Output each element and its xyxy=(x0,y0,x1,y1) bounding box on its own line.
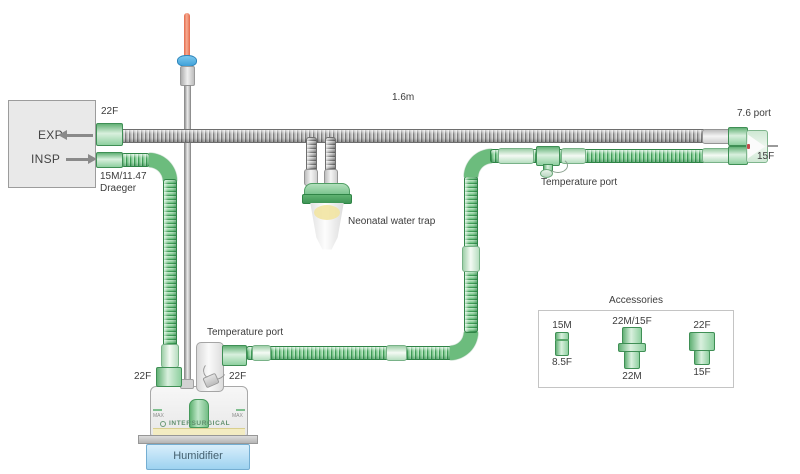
insp-tube-corner-top xyxy=(464,149,492,177)
water-trap-label: Neonatal water trap xyxy=(348,216,436,227)
temp-port-top-label: Temperature port xyxy=(541,177,618,188)
feed-probe-rod xyxy=(184,13,190,59)
insp-flow-arrowhead-icon xyxy=(88,154,97,164)
accessory-2-adapter-bottom xyxy=(624,351,640,369)
ventilator-box xyxy=(8,100,96,188)
temp-port-tee-cap xyxy=(540,169,553,178)
accessories-title: Accessories xyxy=(609,295,663,306)
humidifier-max-left-label: MAX xyxy=(153,413,164,419)
accessory-1-groove xyxy=(555,339,569,341)
insp-top-sleeve-1 xyxy=(498,148,534,164)
exp-port-connector xyxy=(96,123,123,146)
wye-patient-stub xyxy=(767,145,778,147)
humidifier-base-label: Humidifier xyxy=(173,450,223,463)
humidifier-base: Humidifier xyxy=(146,444,250,470)
wye-port-label: 7.6 port xyxy=(737,108,771,119)
insp-end-connector xyxy=(728,146,748,165)
accessory-3-top-label: 22F xyxy=(693,320,711,331)
insp-port-connector xyxy=(96,152,123,168)
insp-tube-bottom-run xyxy=(246,346,452,360)
expiratory-tube xyxy=(120,129,706,143)
temp-port-tee-tether xyxy=(548,158,568,173)
accessory-1-top-label: 15M xyxy=(552,320,572,331)
elbow-port-size-label: 22F xyxy=(229,371,247,382)
limb-length-label: 1.6m xyxy=(392,92,415,103)
accessory-2-bottom-label: 22M xyxy=(622,371,642,382)
accessory-1-adapter xyxy=(555,332,569,356)
insp-tube-corner-up xyxy=(450,332,478,360)
insp-tube-lower-sleeve xyxy=(161,344,179,368)
temp-port-bottom-label: Temperature port xyxy=(207,327,284,338)
insp-spec-line1: 15M/11.47 xyxy=(100,171,147,182)
accessory-3-bottom-label: 15F xyxy=(693,367,711,378)
exp-end-sleeve xyxy=(702,129,731,144)
wye-seal-dot xyxy=(747,144,750,149)
humidifier-left-port-size-label: 22F xyxy=(134,371,152,382)
insp-tube-from-vent xyxy=(121,153,150,167)
humidifier-max-tick-right xyxy=(236,409,245,411)
elbow-port-connector xyxy=(222,345,247,366)
intersurgical-logo-icon xyxy=(160,421,166,427)
humidifier-max-tick-left xyxy=(153,409,162,411)
humidifier-max-right-label: MAX xyxy=(232,413,243,419)
exp-end-connector xyxy=(728,127,748,146)
accessory-2-adapter-top xyxy=(622,327,642,344)
water-trap-collar xyxy=(302,194,352,204)
exp-flow-arrowhead-icon xyxy=(58,130,67,140)
accessory-2-top-label: 22M/15F xyxy=(612,316,652,327)
accessory-3-adapter-top xyxy=(689,332,715,351)
insp-vertical-sleeve xyxy=(462,246,480,272)
exp-label: EXP xyxy=(38,128,63,142)
pole-fitting xyxy=(180,66,195,86)
humidifier-left-port-connector xyxy=(156,367,182,387)
insp-flow-arrow xyxy=(66,158,89,161)
insp-tube-down-to-humidifier xyxy=(163,179,177,369)
exp-flow-arrow xyxy=(66,134,93,137)
humidifier-center-collar xyxy=(180,379,194,389)
exp-port-size-label: 22F xyxy=(101,106,119,117)
accessory-1-bottom-label: 8.5F xyxy=(551,357,572,368)
humidifier-brand-label: INTERSURGICAL xyxy=(169,420,231,427)
humidifier-base-plate xyxy=(138,435,258,444)
insp-bottom-sleeve-1 xyxy=(252,345,271,361)
wye-size-label: 15F xyxy=(757,151,775,162)
humidifier-green-column xyxy=(189,399,209,428)
accessory-3-adapter-bottom xyxy=(694,350,710,365)
insp-bottom-sleeve-2 xyxy=(386,345,407,361)
insp-label: INSP xyxy=(31,152,61,166)
water-trap-fluid xyxy=(314,205,340,220)
insp-spec-line2: Draeger xyxy=(100,183,137,194)
insp-tube-corner-down xyxy=(149,153,177,181)
insp-top-sleeve-2 xyxy=(561,148,586,164)
humidifier-water-line xyxy=(153,428,245,435)
insp-end-sleeve xyxy=(702,148,731,163)
